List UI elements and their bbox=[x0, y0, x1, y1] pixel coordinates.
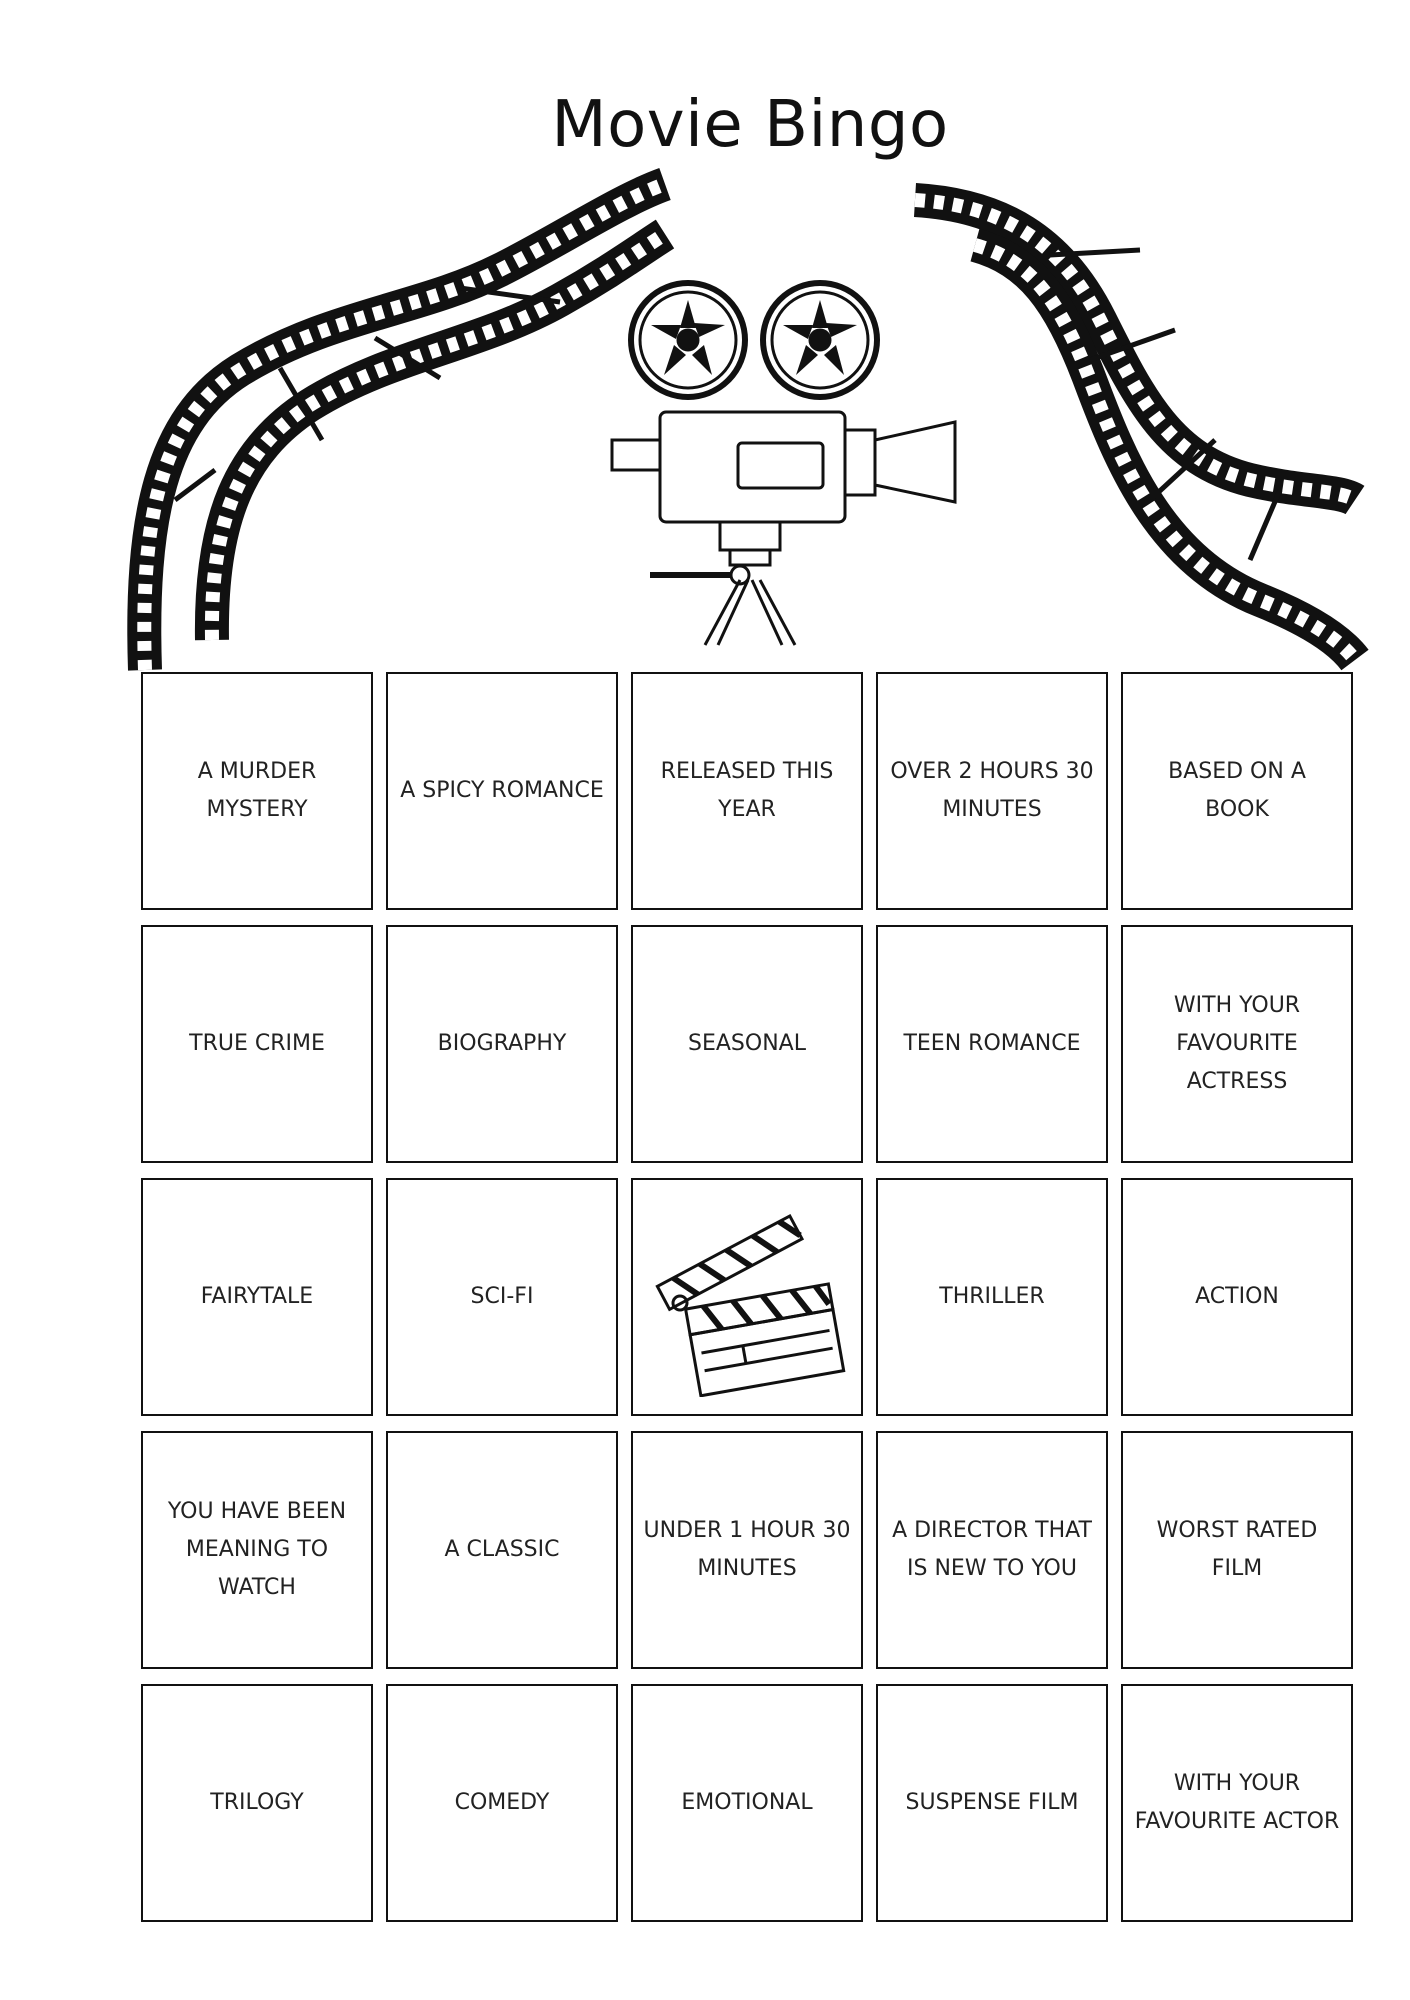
bingo-square[interactable]: SEASONAL bbox=[631, 925, 863, 1163]
bingo-square[interactable]: THRILLER bbox=[876, 1178, 1108, 1416]
bingo-square[interactable]: YOU HAVE BEEN MEANING TO WATCH bbox=[141, 1431, 373, 1669]
bingo-square[interactable]: COMEDY bbox=[386, 1684, 618, 1922]
bingo-square[interactable]: A CLASSIC bbox=[386, 1431, 618, 1669]
movie-camera-icon bbox=[610, 280, 957, 646]
bingo-square[interactable]: RELEASED THIS YEAR bbox=[631, 672, 863, 910]
bingo-square[interactable]: TRILOGY bbox=[141, 1684, 373, 1922]
bingo-grid: A MURDER MYSTERY A SPICY ROMANCE RELEASE… bbox=[141, 672, 1353, 1922]
bingo-square[interactable]: TEEN ROMANCE bbox=[876, 925, 1108, 1163]
bingo-square[interactable]: SUSPENSE FILM bbox=[876, 1684, 1108, 1922]
bingo-square[interactable]: A DIRECTOR THAT IS NEW TO YOU bbox=[876, 1431, 1108, 1669]
bingo-square[interactable]: TRUE CRIME bbox=[141, 925, 373, 1163]
bingo-square[interactable]: WITH YOUR FAVOURITE ACTRESS bbox=[1121, 925, 1353, 1163]
bingo-free-square[interactable] bbox=[631, 1178, 863, 1416]
bingo-square[interactable]: A MURDER MYSTERY bbox=[141, 672, 373, 910]
bingo-square[interactable]: BASED ON A BOOK bbox=[1121, 672, 1353, 910]
page-title: Movie Bingo bbox=[551, 88, 949, 162]
clapperboard-icon bbox=[655, 1213, 846, 1397]
bingo-square[interactable]: SCI-FI bbox=[386, 1178, 618, 1416]
bingo-square[interactable]: A SPICY ROMANCE bbox=[386, 672, 618, 910]
film-strip-left-icon bbox=[127, 167, 675, 671]
bingo-square[interactable]: OVER 2 HOURS 30 MINUTES bbox=[876, 672, 1108, 910]
bingo-square[interactable]: UNDER 1 HOUR 30 MINUTES bbox=[631, 1431, 863, 1669]
bingo-square[interactable]: EMOTIONAL bbox=[631, 1684, 863, 1922]
bingo-square[interactable]: ACTION bbox=[1121, 1178, 1353, 1416]
bingo-square[interactable]: FAIRYTALE bbox=[141, 1178, 373, 1416]
bingo-square[interactable]: BIOGRAPHY bbox=[386, 925, 618, 1163]
header-artwork bbox=[127, 167, 1369, 671]
film-strip-right-icon bbox=[913, 183, 1369, 671]
bingo-square[interactable]: WORST RATED FILM bbox=[1121, 1431, 1353, 1669]
bingo-square[interactable]: WITH YOUR FAVOURITE ACTOR bbox=[1121, 1684, 1353, 1922]
